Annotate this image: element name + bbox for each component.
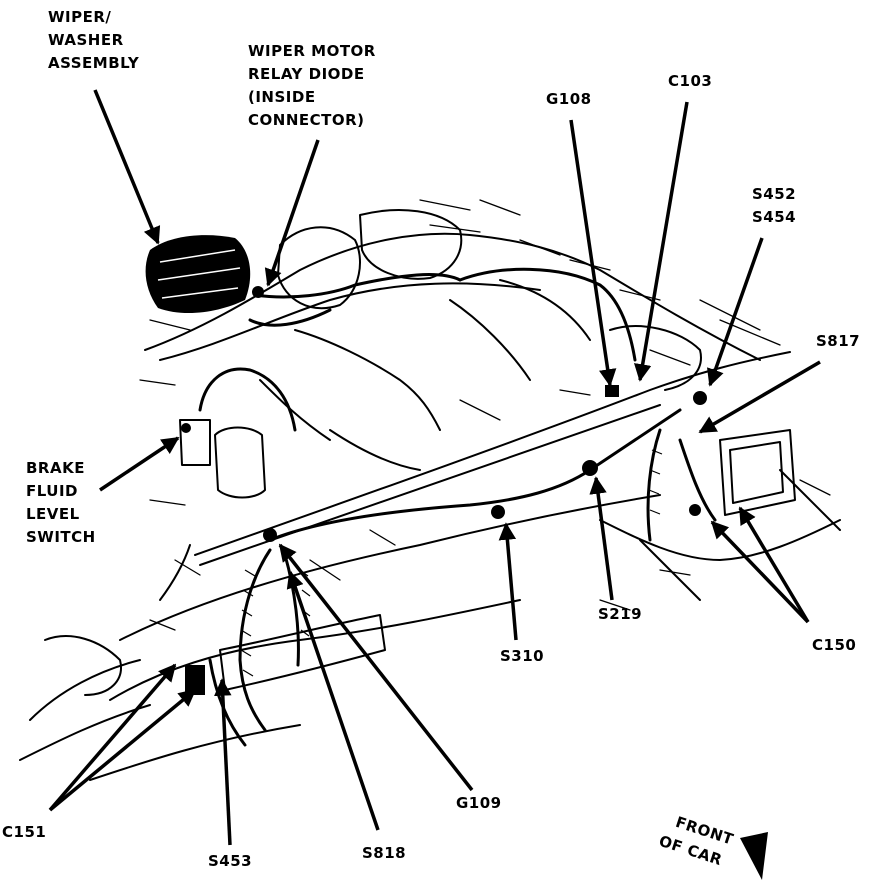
label-wiper-washer-assembly: WIPER/ WASHER ASSEMBLY [48, 6, 139, 75]
label-g109: G109 [456, 794, 502, 812]
label-line: BRAKE [26, 459, 85, 477]
label-s817: S817 [816, 332, 861, 350]
label-s818: S818 [362, 844, 407, 862]
label-line: CONNECTOR) [248, 111, 365, 129]
body-outline [19, 209, 841, 781]
label-line: (INSIDE [248, 88, 316, 106]
label-line: ASSEMBLY [48, 54, 140, 72]
leader-arrows [48, 89, 821, 846]
label-line: SWITCH [26, 528, 96, 546]
label-g108: G108 [546, 90, 592, 108]
label-line: S452 [752, 185, 797, 203]
label-c103: C103 [668, 72, 713, 90]
wiper-motor [145, 235, 251, 314]
label-wiper-motor-relay-diode: WIPER MOTOR RELAY DIODE (INSIDE CONNECTO… [248, 40, 376, 132]
label-c150: C150 [812, 636, 857, 654]
front-direction-arrow [740, 832, 768, 880]
hatching [139, 199, 831, 631]
label-line: WIPER/ [48, 8, 112, 26]
harness-tape [240, 449, 663, 677]
label-line: S454 [752, 208, 797, 226]
label-line: WIPER MOTOR [248, 42, 376, 60]
label-s453: S453 [208, 852, 253, 870]
connectors [181, 286, 707, 695]
label-s452-s454: S452 S454 [752, 183, 796, 229]
label-s219: S219 [598, 605, 643, 623]
label-s310: S310 [500, 647, 545, 665]
label-brake-fluid-level-switch: BRAKE FLUID LEVEL SWITCH [26, 457, 96, 549]
label-line: LEVEL [26, 505, 80, 523]
label-line: FLUID [26, 482, 78, 500]
label-line: WASHER [48, 31, 124, 49]
label-line: RELAY DIODE [248, 65, 365, 83]
label-c151: C151 [2, 823, 47, 841]
wiring-harness [198, 267, 717, 747]
